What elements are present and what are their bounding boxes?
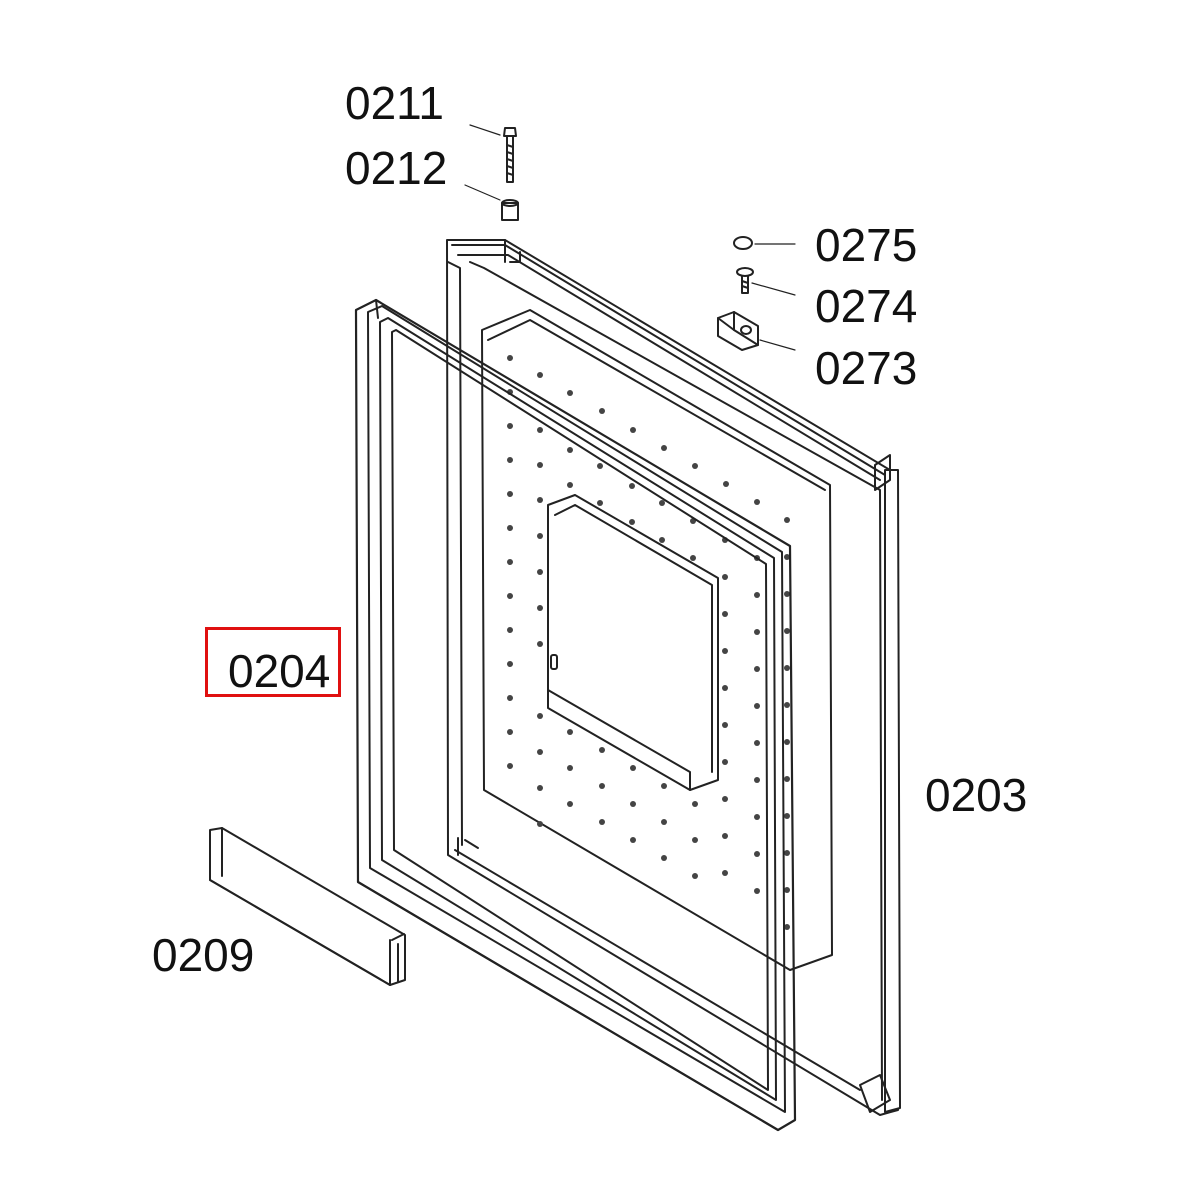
part-label-0275[interactable]: 0275 bbox=[815, 219, 918, 271]
part-label-0274[interactable]: 0274 bbox=[815, 280, 918, 332]
washer-0275 bbox=[733, 236, 753, 250]
highlight-box-0204 bbox=[205, 627, 341, 697]
door-gasket-0204 bbox=[354, 298, 797, 1132]
sleeve-0212 bbox=[501, 199, 519, 221]
part-label-0273[interactable]: 0273 bbox=[815, 342, 918, 394]
door-window bbox=[547, 494, 719, 791]
screw-0211 bbox=[503, 127, 517, 183]
part-label-0203[interactable]: 0203 bbox=[925, 769, 1028, 821]
part-label-0204[interactable]: 0204 bbox=[228, 645, 331, 697]
part-label-0211[interactable]: 0211 bbox=[345, 77, 444, 129]
leader-lines bbox=[464, 124, 796, 351]
handle-0209 bbox=[209, 827, 406, 986]
mounting-hole-grid bbox=[507, 355, 790, 930]
screw-0274 bbox=[736, 267, 754, 294]
part-label-0209[interactable]: 0209 bbox=[152, 929, 255, 981]
hinge-block-0273 bbox=[717, 311, 759, 351]
part-label-0212[interactable]: 0212 bbox=[345, 142, 448, 194]
